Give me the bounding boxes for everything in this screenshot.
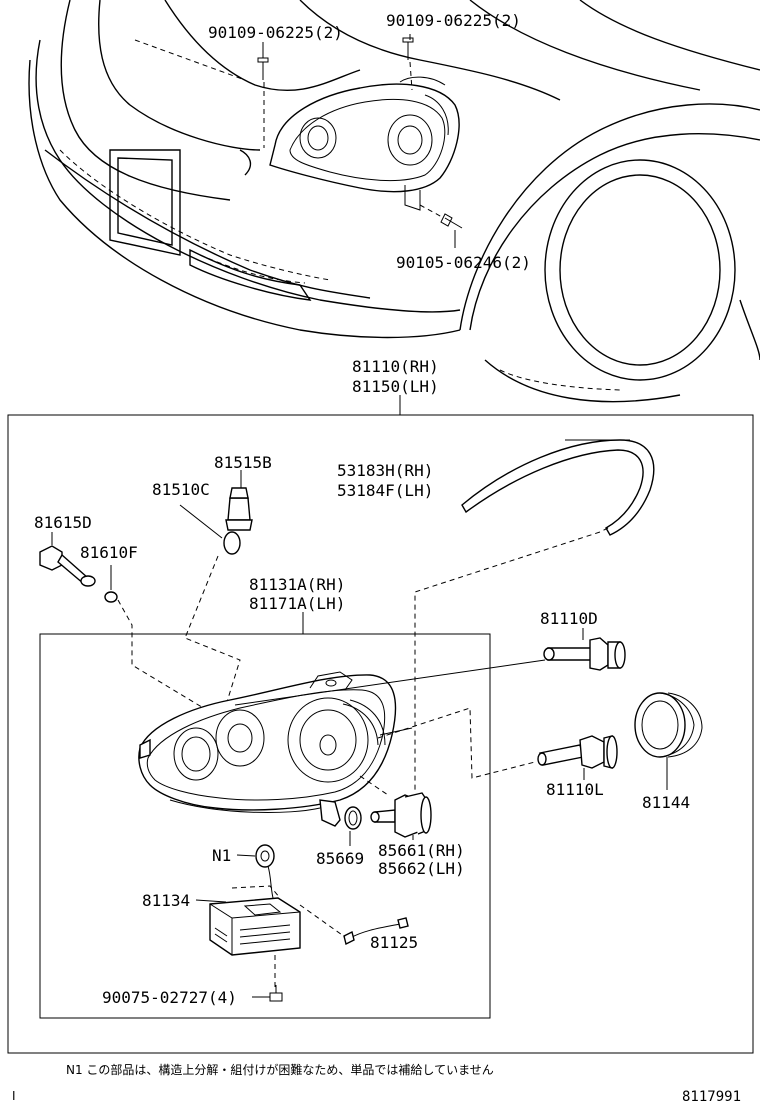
label-housing-lh: 81171A(LH) [249,594,345,613]
label-screw-90075: 90075-02727(4) [102,988,237,1007]
hid-bulb-part [370,792,432,838]
label-trim-rh: 53183H(RH) [337,461,433,480]
label-bulb-81110l: 81110L [546,780,604,799]
label-cap-81144: 81144 [642,793,690,812]
screw-90075-part [269,985,283,1002]
label-trim-lh: 53184F(LH) [337,481,433,500]
diagram-id: 8117991 [682,1089,741,1105]
label-socket-81510c: 81510C [152,480,210,499]
label-bulb-81110d: 81110D [540,609,598,628]
label-socket-81515b: 81515B [214,453,272,472]
label-bulb-81610f: 81610F [80,543,138,562]
footer-note: N1 この部品は、構造上分解・組付けが困難なため、単品では補給していません [66,1062,494,1077]
housing-frame [39,633,491,1019]
seal-85669-part [344,806,362,830]
label-wire-81125: 81125 [370,933,418,952]
label-assy-lh: 81150(LH) [352,377,439,396]
headlamp-housing-part [138,671,397,827]
label-bulb-rh: 85661(RH) [378,841,465,860]
label-note-ref: N1 [212,846,231,865]
socket-81615d-part [39,545,96,587]
label-bulb-lh: 85662(LH) [378,859,465,878]
label-bolt-left: 90109-06225(2) [208,23,343,42]
assembly-frame [7,414,754,1054]
label-housing-rh: 81131A(RH) [249,575,345,594]
label-seal-85669: 85669 [316,849,364,868]
car-front-illustration [28,0,760,403]
label-socket-81615d: 81615D [34,513,92,532]
label-assy-rh: 81110(RH) [352,357,439,376]
label-bolt-right: 90109-06225(2) [386,11,521,30]
footer-left-mark: I [12,1089,16,1103]
label-ballast-81134: 81134 [142,891,190,910]
car-leader-lines [262,34,456,248]
bulb-81110l-part [537,735,618,769]
cap-81144-part [634,692,703,758]
trim-strip-part [461,439,655,536]
bulb-81110d-part [543,637,626,671]
ballast-81134-part [209,885,301,956]
wire-81125-part [343,917,409,946]
label-bolt-lower: 90105-06246(2) [396,253,531,272]
bulb-81610f-part [104,591,118,603]
socket-81510c-part [223,487,253,555]
part-labels: 90109-06225(2) 90109-06225(2) 90105-0624… [34,11,690,1007]
